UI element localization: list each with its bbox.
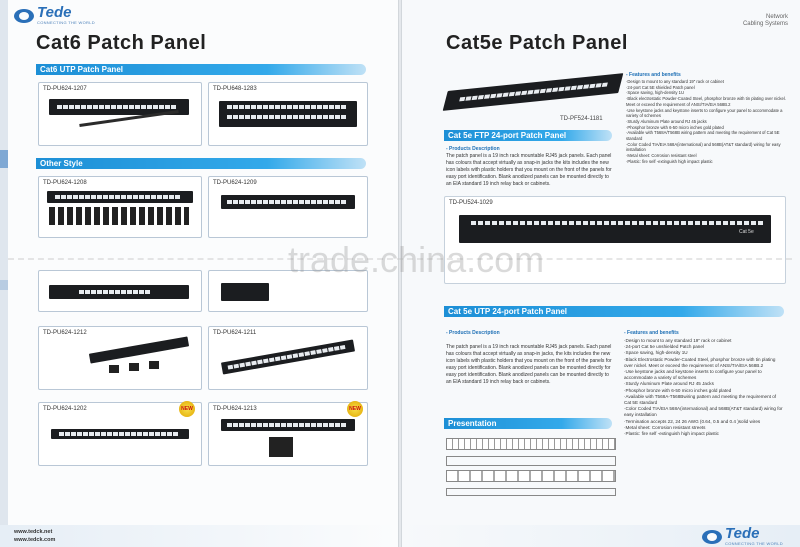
header-line: Cabling Systems [742, 21, 788, 27]
feature-item: Color Coded TIA/EIA 568A(international) … [624, 406, 784, 418]
section-bar-utp: Cat 5e UTP 24-port Patch Panel [444, 306, 784, 317]
product-card [38, 270, 202, 312]
page-footer: Tede CONNECTING THE WORLD [402, 525, 800, 547]
ftp-features-list: Design to mount to any standard 19" rack… [626, 79, 786, 165]
product-model: TD-PU648-1283 [213, 86, 257, 92]
section-bar-cat6-utp: Cat6 UTP Patch Panel [36, 64, 366, 75]
footer-url[interactable]: www.tedck.com [14, 537, 56, 543]
feature-item: Sturdy Aluminum Plate around RJ 45 jacks [626, 119, 786, 125]
product-model: TD-PU624-1211 [213, 330, 257, 336]
page-title: Cat6 Patch Panel [36, 32, 207, 54]
feature-item: Termination accepts 22, 24 26 AWG (0.64,… [624, 419, 784, 425]
patch-panel-image [49, 99, 189, 115]
feature-item: Available with T568A-T568Bwiring pattern… [624, 394, 784, 406]
logo-mark-icon [14, 8, 34, 23]
brand-logo: Tede CONNECTING THE WORLD [14, 4, 95, 25]
patch-panel-image [51, 429, 189, 439]
presentation-drawing-side [446, 488, 616, 496]
feature-item: Design to mount to any standard 19" rack… [624, 338, 784, 344]
feature-item: Space saving, high-density 1U [626, 90, 786, 96]
patch-panel-image: Cat 5e [459, 215, 771, 243]
feature-item: Plastic: fire self -extinguish high impa… [626, 159, 786, 165]
features-heading: - Features and benefits [624, 330, 679, 336]
product-model: TD-PU524-1029 [449, 200, 493, 206]
product-card: TD-PU624-1212 [38, 326, 202, 390]
product-card: TD-PU624-1211 [208, 326, 368, 390]
presentation-drawing-rear [446, 470, 616, 482]
section-bar-other-style: Other Style [36, 158, 366, 169]
product-model: TD-PU624-1202 [43, 406, 87, 412]
feature-item: 24-port Cat 5E shielded Patch panel [626, 85, 786, 91]
product-model: TD-PU624-1207 [43, 86, 87, 92]
patch-panel-image [221, 419, 355, 431]
utp-description: The patch panel is a 19 inch rack mounta… [446, 344, 612, 385]
new-badge: NEW [347, 401, 363, 417]
patch-panel-image [220, 339, 356, 375]
product-card: TD-PU624-1207 [38, 82, 202, 146]
header-tagline: Network Cabling Systems [743, 14, 788, 28]
feature-item: Plastic: fire self -extinguish high impa… [624, 431, 784, 437]
description-heading: - Products Description [446, 330, 500, 336]
product-model: TD-PU624-1208 [43, 180, 87, 186]
left-page: Tede CONNECTING THE WORLD Cat6 Patch Pan… [0, 0, 398, 547]
book-spine [398, 0, 402, 547]
page-title: Cat5e Patch Panel [446, 32, 628, 54]
product-card: TD-PU624-1213 NEW [208, 401, 368, 466]
presentation-drawing-top [446, 456, 616, 466]
new-badge: NEW [179, 401, 195, 417]
hero-patch-panel-image [442, 73, 624, 111]
feature-item: Black electrostatic Powder-Coated Steel,… [626, 96, 786, 107]
feature-item: 24-port Cat 5e unshielded Patch panel [624, 344, 784, 350]
hero-model: TD-PF524-1181 [560, 116, 603, 122]
feature-item: Metal sheet: Corrosion resistant streets [624, 425, 784, 431]
product-model: TD-PU624-1209 [213, 180, 257, 186]
features-heading: - Features and benefits [626, 72, 681, 78]
section-bar-presentation: Presentation [444, 418, 612, 429]
brand-name: Tede [725, 525, 760, 542]
ftp-description: The patch panel is a 19 inch rack mounta… [446, 153, 612, 187]
feature-item: Phosphor bronze with 6-50 micro inches g… [626, 125, 786, 131]
description-heading: - Products Description [446, 146, 500, 152]
product-model: TD-PU624-1213 [213, 406, 257, 412]
patch-panel-image [47, 191, 193, 203]
page-footer: www.tedck.net www.tedck.com [0, 525, 398, 547]
product-card: TD-PU624-1202 NEW [38, 401, 202, 466]
feature-item: Space saving, high-density 1U [624, 350, 784, 356]
watermark: trade.china.com [288, 239, 545, 280]
feature-item: Metal sheet: Corrosion resistant steel [626, 153, 786, 159]
product-card: TD-PU624-1209 [208, 176, 368, 238]
product-card [208, 270, 368, 312]
brand-logo: Tede CONNECTING THE WORLD [702, 525, 783, 546]
patch-panel-image [221, 195, 355, 209]
patch-panel-image [219, 101, 357, 127]
patch-panel-image [88, 336, 190, 364]
feature-item: Black Electrostatic Powder-Coated Steel,… [624, 357, 784, 369]
brand-tagline: CONNECTING THE WORLD [725, 541, 783, 546]
presentation-drawing-front [446, 438, 616, 450]
watermark-line [8, 258, 792, 260]
feature-item: Design to mount to any standard 19" rack… [626, 79, 786, 85]
product-model: TD-PU624-1212 [43, 330, 87, 336]
feature-item: Sturdy Aluminum Plate around RJ 45 Jacks [624, 381, 784, 387]
panel-label: Cat 5e [739, 229, 754, 235]
logo-mark-icon [702, 529, 722, 544]
patch-panel-image [49, 285, 189, 299]
footer-url[interactable]: www.tedck.net [14, 529, 53, 535]
product-card: TD-PU624-1208 [38, 176, 202, 238]
right-page: Network Cabling Systems Cat5e Patch Pane… [402, 0, 800, 547]
product-card: TD-PU524-1029 Cat 5e [444, 196, 786, 284]
feature-item: Use keystone jacks and keystone inserts … [626, 108, 786, 119]
brand-name: Tede [37, 4, 72, 21]
header-line: Network [765, 14, 788, 20]
feature-item: Use keystone jacks and keystone inserts … [624, 369, 784, 381]
utp-features-list: Design to mount to any standard 19" rack… [624, 338, 784, 437]
section-bar-ftp: Cat 5e FTP 24-port Patch Panel [444, 130, 612, 141]
page-edge-tabs [0, 0, 8, 547]
feature-item: Available with T568A/T568B wiring patter… [626, 130, 786, 141]
feature-item: Phosphor bronze with 6-50 micro inches g… [624, 388, 784, 394]
product-card: TD-PU648-1283 [208, 82, 368, 146]
brand-tagline: CONNECTING THE WORLD [37, 20, 95, 25]
feature-item: Color Coded TIA/EIA 568A(international) … [626, 142, 786, 153]
patch-panel-image [221, 283, 269, 301]
